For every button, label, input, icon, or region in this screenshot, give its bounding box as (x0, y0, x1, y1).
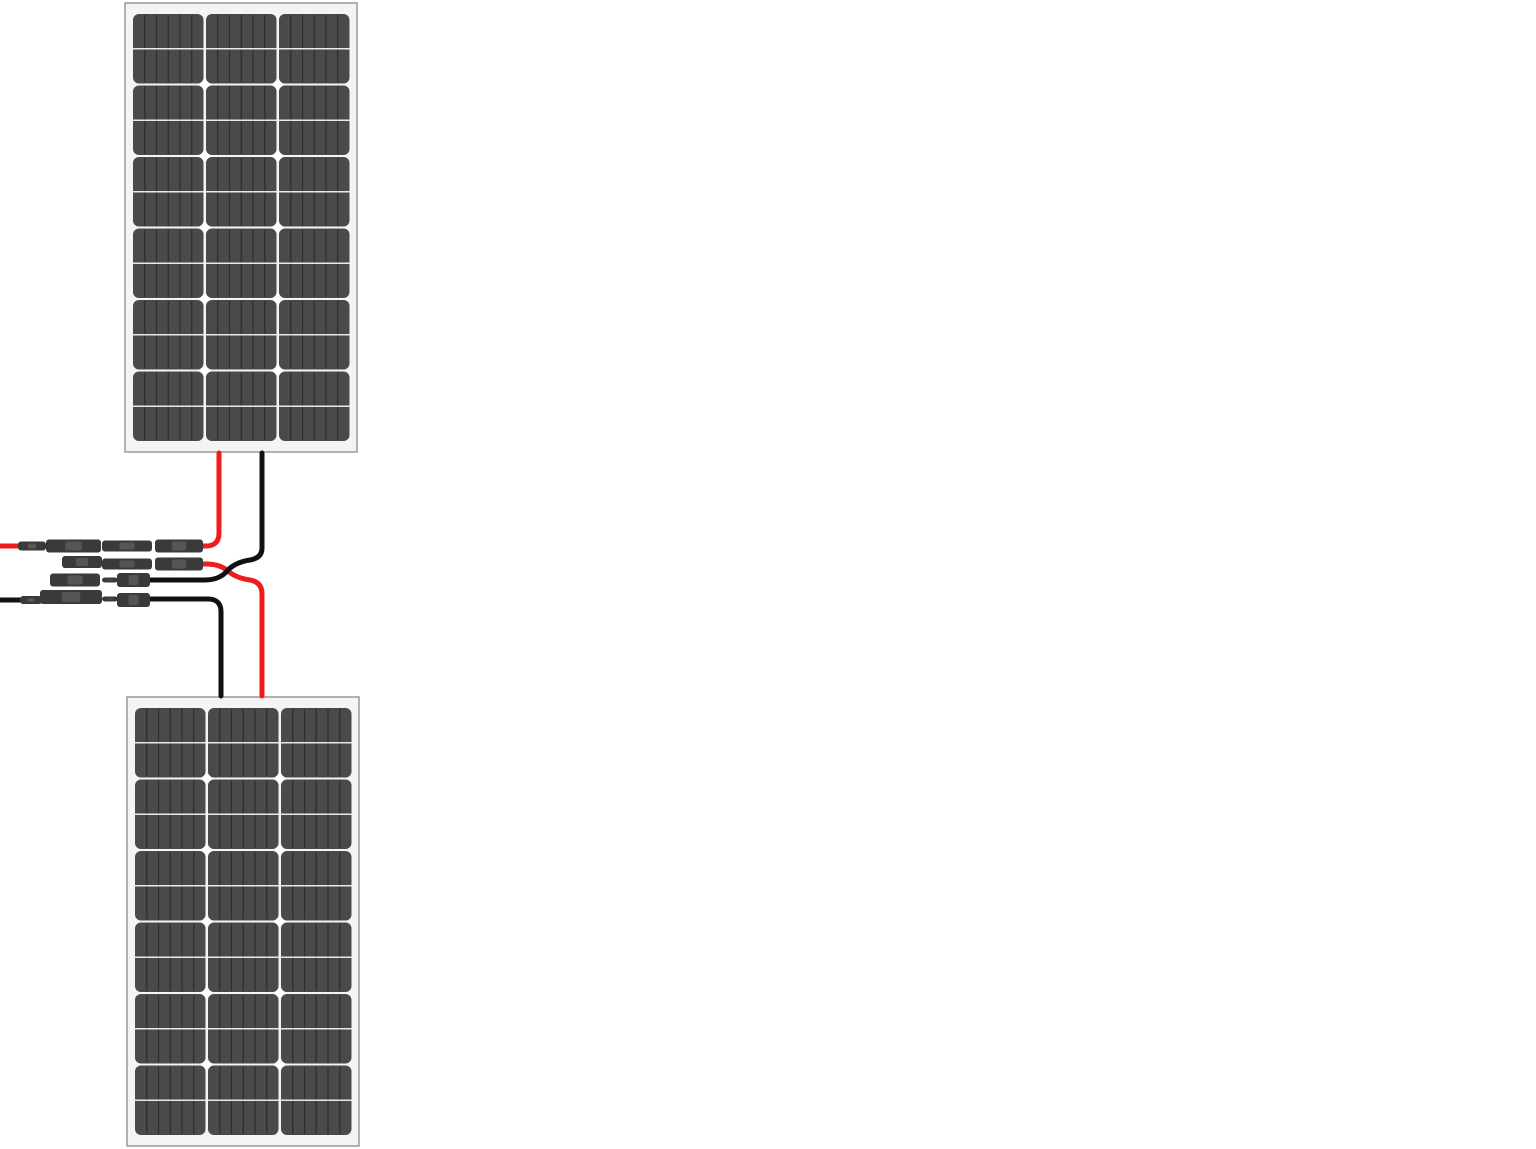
mc4-connector (117, 573, 150, 587)
solar-cell (279, 14, 350, 84)
connector-nut (107, 579, 113, 581)
cell-gap-diamond (272, 150, 284, 162)
solar-cell (279, 85, 350, 155)
mc4-connectors (18, 539, 203, 607)
solar-cell (135, 922, 206, 992)
connector-nut (119, 542, 135, 550)
connector-nut (119, 560, 135, 568)
solar-cell (135, 708, 206, 778)
solar-cell (135, 994, 206, 1064)
bottom-panel-positive-wire (197, 561, 265, 699)
solar-cell (206, 85, 277, 155)
solar-cell (135, 779, 206, 849)
solar-panel (124, 2, 358, 453)
solar-cell (281, 1065, 352, 1135)
solar-cell (133, 85, 204, 155)
connector-nut (171, 541, 187, 551)
solar-cell (281, 708, 352, 778)
solar-cell (133, 157, 204, 227)
y-branch-negative-plug (20, 596, 42, 604)
mc4-pin (102, 596, 118, 602)
cell-gap-diamond (201, 772, 213, 785)
solar-panel (126, 696, 360, 1147)
solar-cell (279, 300, 350, 370)
cell-gap-diamond (274, 772, 286, 785)
solar-cell (279, 228, 350, 298)
cell-gap-diamond (274, 844, 286, 856)
mc4-connector (117, 593, 150, 607)
connector-nut (171, 559, 187, 569)
top-panel-negative-wire (147, 450, 265, 583)
connector-nut (61, 592, 81, 602)
solar-cell (279, 157, 350, 227)
solar-cell (208, 779, 279, 849)
connector-nut (128, 575, 139, 585)
cell-gap-diamond (272, 221, 284, 234)
cell-gap-diamond (199, 150, 211, 162)
y-branch-negative-second-body (50, 573, 100, 587)
mc4-female-connector (102, 540, 152, 552)
solar-cell (281, 994, 352, 1064)
cell-gap-diamond (274, 1058, 286, 1071)
connector-nut (67, 575, 83, 585)
cell-gap-diamond (274, 987, 286, 999)
solar-cell (133, 14, 204, 84)
solar-cell (206, 371, 277, 441)
solar-cell (208, 708, 279, 778)
solar-cell (208, 851, 279, 921)
mc4-male-connector (155, 557, 203, 571)
solar-cell (208, 922, 279, 992)
cell-gap-diamond (201, 1058, 213, 1071)
solar-cell (206, 157, 277, 227)
cell-gap-diamond (272, 293, 284, 305)
y-branch-positive-plug (18, 541, 46, 551)
solar-cell (206, 300, 277, 370)
cell-gap-diamond (201, 915, 213, 928)
solar-cell (281, 922, 352, 992)
solar-cell (135, 851, 206, 921)
cell-gap-diamond (199, 293, 211, 305)
solar-cell (135, 1065, 206, 1135)
cell-gap-diamond (274, 915, 286, 928)
top-panel-positive-wire (197, 450, 222, 549)
connector-nut (65, 541, 82, 551)
y-branch-positive-second-body (62, 556, 102, 568)
cell-gap-diamond (201, 844, 213, 856)
connector-nut (27, 598, 35, 602)
cell-gap-diamond (199, 364, 211, 377)
solar-cell (208, 1065, 279, 1135)
mc4-pin (102, 577, 118, 583)
connector-nut (27, 543, 37, 549)
solar-cell (208, 994, 279, 1064)
cell-gap-diamond (199, 221, 211, 234)
connector-nut (128, 595, 139, 605)
mc4-female-connector (102, 558, 152, 570)
y-branch-negative-body (40, 590, 102, 604)
solar-cell (133, 371, 204, 441)
y-branch-positive-body (46, 539, 101, 553)
connector-nut (76, 558, 88, 566)
solar-cell (281, 779, 352, 849)
solar-cell (133, 300, 204, 370)
solar-cell (281, 851, 352, 921)
connector-nut (107, 598, 113, 600)
solar-panels (124, 2, 360, 1147)
solar-cell (206, 14, 277, 84)
solar-cell (279, 371, 350, 441)
mc4-male-connector (155, 539, 203, 553)
solar-cell (133, 228, 204, 298)
wires (0, 450, 265, 699)
cell-gap-diamond (201, 987, 213, 999)
cell-gap-diamond (272, 364, 284, 377)
solar-cell (206, 228, 277, 298)
bottom-panel-negative-wire (147, 596, 224, 699)
